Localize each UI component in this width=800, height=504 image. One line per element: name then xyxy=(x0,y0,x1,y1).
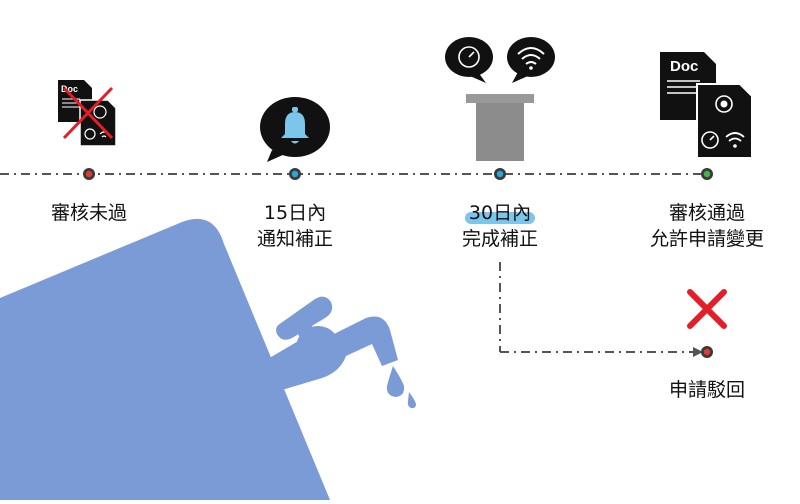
red-cross-line xyxy=(62,86,114,140)
step-label-text: 15日內 xyxy=(263,202,327,224)
step-label: 30日內完成補正 xyxy=(462,200,538,252)
step-label: 15日內通知補正 xyxy=(257,200,333,252)
step-label-text: 通知補正 xyxy=(257,228,334,250)
step-label-line: 15日內 xyxy=(257,200,333,226)
chimney-cap xyxy=(466,94,534,103)
water-faucet-illustration xyxy=(0,218,416,500)
step-label-line: 完成補正 xyxy=(462,226,538,252)
timeline-dot-core xyxy=(85,170,93,178)
step-label: 申請駁回 xyxy=(669,377,745,403)
timeline-dot-core xyxy=(496,170,504,178)
step-label: 審核通過允許申請變更 xyxy=(650,200,764,252)
step-label-line: 通知補正 xyxy=(257,226,333,252)
step-label-text: 完成補正 xyxy=(462,228,539,250)
doc-icon-text: Doc xyxy=(61,84,78,94)
step-label-line: 審核通過 xyxy=(650,200,764,226)
timeline-dot-core xyxy=(291,170,299,178)
doc-icon-text: Doc xyxy=(670,58,698,75)
step-label-line: 審核未過 xyxy=(51,200,127,226)
step-label-text: 審核通過 xyxy=(669,202,746,224)
step-label-text: 申請駁回 xyxy=(669,379,746,401)
branch-arrow-head xyxy=(693,347,703,357)
red-x-icon xyxy=(687,289,727,329)
approved-documents-icon: Doc xyxy=(660,52,753,159)
crossed-document-icon: Doc xyxy=(58,80,117,147)
step-label-text: 審核未過 xyxy=(51,202,128,224)
meter-wifi-bubbles-icon xyxy=(445,37,555,161)
small-drop-shape xyxy=(407,392,416,409)
water-drop-shape xyxy=(386,366,405,397)
step-label-text: 30日內 xyxy=(464,202,536,224)
faucet-handle-shape xyxy=(276,296,333,340)
bell-bubble-icon xyxy=(260,97,330,162)
chimney-body xyxy=(476,103,524,161)
timeline-dot-core xyxy=(703,348,711,356)
blue-blob-shape xyxy=(0,218,330,500)
step-label-line: 30日內 xyxy=(462,200,538,226)
step-label-text: 允許申請變更 xyxy=(650,228,765,250)
step-label: 審核未過 xyxy=(51,200,127,226)
step-label-line: 允許申請變更 xyxy=(650,226,764,252)
timeline-dots xyxy=(83,168,713,358)
step-label-line: 申請駁回 xyxy=(669,377,745,403)
timeline-dot-core xyxy=(703,170,711,178)
